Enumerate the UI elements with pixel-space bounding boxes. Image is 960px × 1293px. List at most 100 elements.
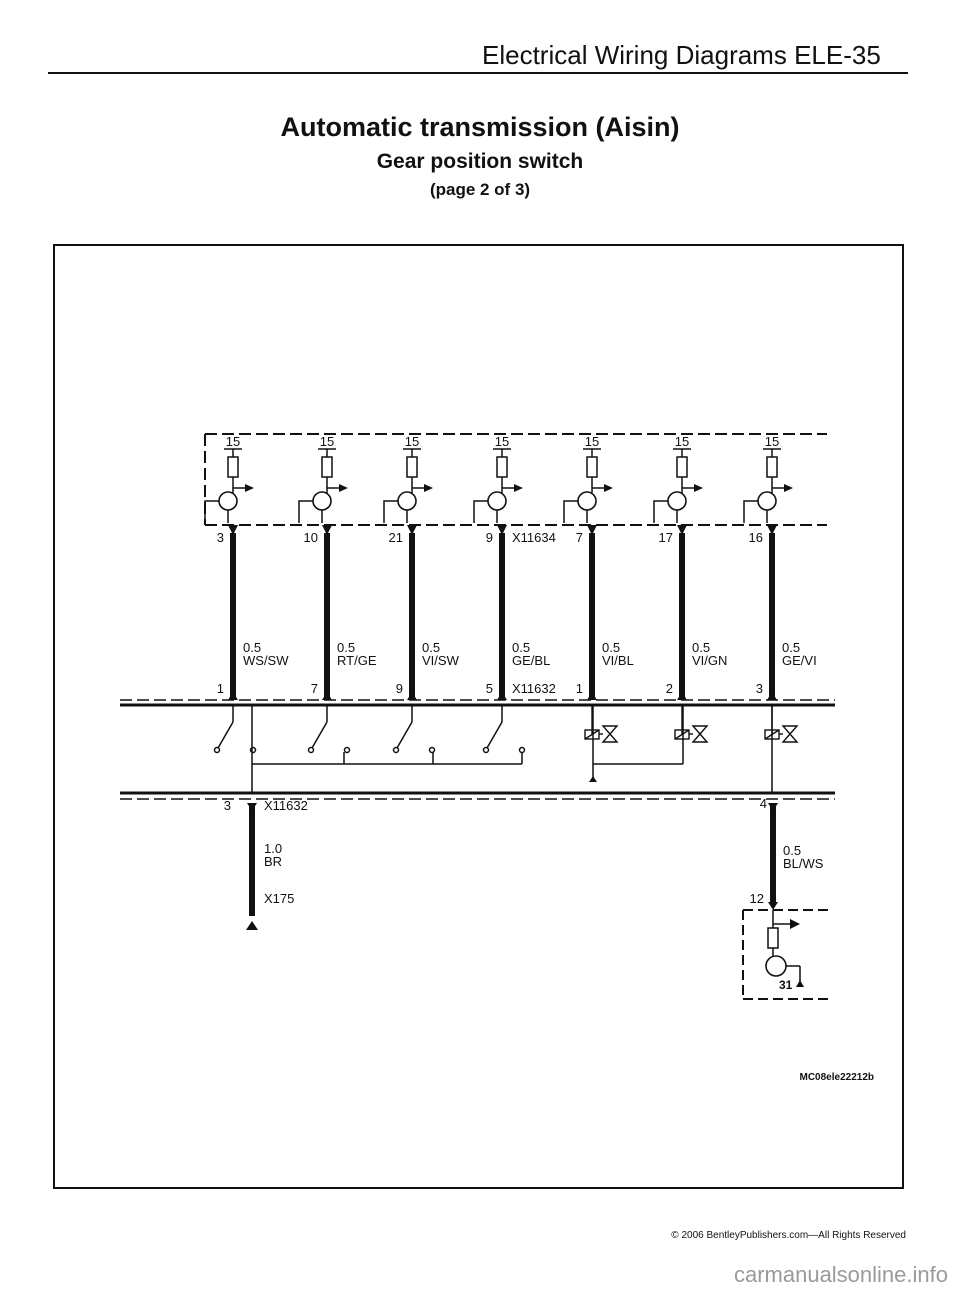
arrow-icon xyxy=(514,484,523,492)
ground-31-label: 31 xyxy=(779,978,793,992)
circuit-column xyxy=(743,448,793,700)
connector-x11632-label: X11632 xyxy=(512,681,556,696)
diagram-subtitle: Gear position switch xyxy=(376,150,584,173)
wire-size-label: 0.5 xyxy=(782,640,800,655)
ground-wire-color: BR xyxy=(264,854,282,869)
top-pin-label: 21 xyxy=(389,530,403,545)
output-pin-label: 12 xyxy=(750,891,764,906)
resistor-icon xyxy=(586,456,598,478)
wire-color-label: VI/BL xyxy=(602,653,634,668)
diagram-title: Automatic transmission (Aisin) xyxy=(280,112,680,142)
circuit-column xyxy=(383,448,433,700)
transistor-icon xyxy=(312,491,332,511)
circuit-column xyxy=(298,448,348,700)
diode-icon xyxy=(781,725,799,736)
ground-31-symbol xyxy=(796,980,804,987)
supply-label: 15 xyxy=(765,434,779,449)
switch-pin-label: 7 xyxy=(311,681,318,696)
arrow-icon xyxy=(339,484,348,492)
switch-pin-label: 1 xyxy=(576,681,583,696)
resistor-icon xyxy=(406,456,418,478)
supply-label: 15 xyxy=(226,434,240,449)
wire-size-label: 0.5 xyxy=(602,640,620,655)
diode-resistor xyxy=(764,705,799,743)
transistor-icon xyxy=(577,491,597,511)
arrow-icon xyxy=(694,484,703,492)
copyright: © 2006 BentleyPublishers.com—All Rights … xyxy=(671,1230,906,1241)
diagram-frame xyxy=(53,244,904,1189)
wire-color-label: GE/BL xyxy=(512,653,550,668)
transistor-icon xyxy=(667,491,687,511)
switch-pin-label: 2 xyxy=(666,681,673,696)
resistor-icon xyxy=(496,456,508,478)
top-pin-label: 17 xyxy=(659,530,673,545)
gear-switches xyxy=(213,705,526,754)
switch-pin-label: 1 xyxy=(217,681,224,696)
gear-switch xyxy=(392,705,436,754)
switch-ground-symbol xyxy=(589,776,597,782)
wire-color-label: RT/GE xyxy=(337,653,377,668)
circuit-column xyxy=(653,448,703,700)
arrow-icon xyxy=(604,484,613,492)
transistor-icon xyxy=(757,491,777,511)
diode-icon xyxy=(601,725,619,736)
resistor-icon xyxy=(227,456,239,478)
wire-columns xyxy=(204,448,793,910)
contact-dot xyxy=(343,746,351,754)
circuit-column xyxy=(204,448,254,700)
gear-switch xyxy=(213,705,257,754)
contact-dot xyxy=(249,746,257,754)
lower-pin-left: 3 xyxy=(224,798,231,813)
circuit-column xyxy=(473,448,523,700)
diode-icon xyxy=(691,725,709,736)
output-resistor-icon xyxy=(767,927,779,949)
header-title: Electrical Wiring Diagrams ELE-35 xyxy=(482,40,881,70)
resistor-icon xyxy=(321,456,333,478)
resistor-icon xyxy=(766,456,778,478)
wire-color-label: VI/SW xyxy=(422,653,460,668)
contact-dot xyxy=(307,746,315,754)
diode-resistor xyxy=(674,705,709,743)
contact-dot xyxy=(482,746,490,754)
contact-dot xyxy=(392,746,400,754)
arrow-icon xyxy=(784,484,793,492)
gear-switch xyxy=(307,705,351,754)
header-rule xyxy=(48,72,908,74)
output-transistor-icon xyxy=(765,955,787,977)
supply-label: 15 xyxy=(405,434,419,449)
resistor-icon xyxy=(676,456,688,478)
top-pin-label: 9 xyxy=(486,530,493,545)
diagram-code: MC08ele22212b xyxy=(800,1072,875,1083)
switch-pin-label: 5 xyxy=(486,681,493,696)
wire-size-label: 0.5 xyxy=(243,640,261,655)
transistor-icon xyxy=(397,491,417,511)
wire-color-label: WS/SW xyxy=(243,653,289,668)
diagram-labels: X11634 X11632 3 X11632 4 1.0 BR X175 0.5… xyxy=(217,434,874,1083)
diode-elements xyxy=(584,705,799,743)
switch-pin-label: 3 xyxy=(756,681,763,696)
watermark: carmanualsonline.info xyxy=(733,1262,948,1287)
lower-pin-right: 4 xyxy=(760,796,767,811)
wire-size-label: 0.5 xyxy=(512,640,530,655)
arrow-icon xyxy=(424,484,433,492)
top-pin-label: 10 xyxy=(304,530,318,545)
supply-label: 15 xyxy=(675,434,689,449)
wire-color-label: VI/GN xyxy=(692,653,727,668)
contact-dot xyxy=(428,746,436,754)
lower-connector-label: X11632 xyxy=(264,798,308,813)
page-info: (page 2 of 3) xyxy=(429,180,531,199)
contact-dot xyxy=(518,746,526,754)
ground-wire-size: 1.0 xyxy=(264,841,282,856)
transistor-icon xyxy=(218,491,238,511)
contact-dot xyxy=(213,746,221,754)
arrow-icon xyxy=(245,484,254,492)
wire-color-label: GE/VI xyxy=(782,653,817,668)
ground-x175-symbol xyxy=(246,921,258,930)
gear-switch xyxy=(482,705,526,754)
supply-label: 15 xyxy=(585,434,599,449)
transistor-icon xyxy=(487,491,507,511)
wire-size-label: 0.5 xyxy=(422,640,440,655)
circuit-column xyxy=(563,448,613,700)
diode-resistor xyxy=(584,705,619,743)
